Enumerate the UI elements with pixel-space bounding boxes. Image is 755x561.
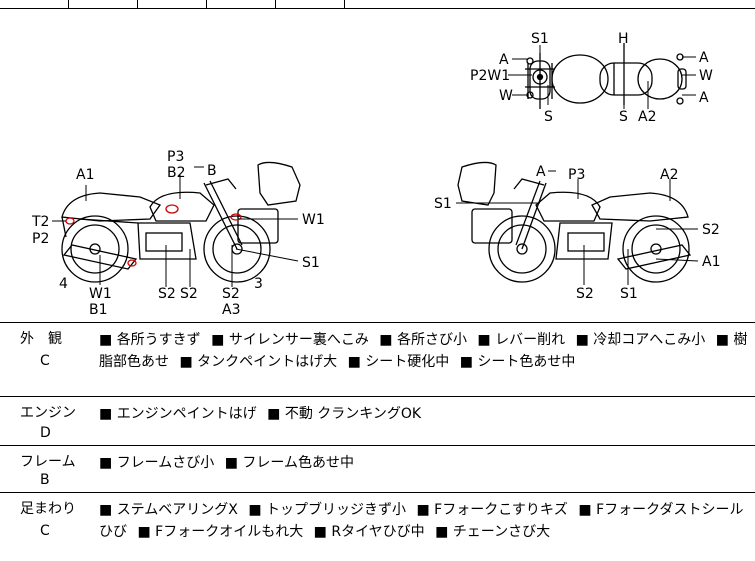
- section-row-frame: フレーム B フレームさび小 フレーム色あせ中: [0, 446, 755, 493]
- label-left-b1: B1: [89, 302, 108, 318]
- section-row-exterior: 外 観 C 各所うすきず サイレンサー裏へこみ 各所さび小 レバー削れ 冷却コア…: [0, 323, 755, 397]
- section-row-suspension: 足まわり C ステムベアリングX トップブリッジきず小 Fフォークこすりキズ F…: [0, 493, 755, 561]
- label-left-a1: A1: [76, 167, 94, 183]
- section-name: 外 観: [20, 331, 62, 347]
- label-top-s-left: S: [544, 109, 553, 125]
- section-name: フレーム: [20, 454, 76, 470]
- motorcycle-diagram: S1 H A P2W1 W S S A2 A W A P3 B B2 A1 T2…: [31, 31, 720, 318]
- list-item: フレームさび小: [99, 455, 214, 471]
- section-items: エンジンペイントはげ 不動 クランキングOK: [99, 403, 749, 425]
- label-left-s1: S1: [302, 255, 320, 271]
- header-cell: [207, 0, 276, 8]
- list-item: 冷却コアへこみ小: [576, 332, 706, 348]
- list-item: レバー削れ: [477, 332, 565, 348]
- label-top-h: H: [618, 31, 629, 47]
- section-items: 各所うすきず サイレンサー裏へこみ 各所さび小 レバー削れ 冷却コアへこみ小 樹…: [99, 329, 749, 373]
- header-cell: [138, 0, 207, 8]
- section-row-engine: エンジン D エンジンペイントはげ 不動 クランキングOK: [0, 397, 755, 446]
- section-name: エンジン: [20, 405, 76, 421]
- label-left-w1-right: W1: [302, 212, 325, 228]
- list-item: トップブリッジきず小: [248, 502, 406, 518]
- label-right-s1-left: S1: [434, 196, 452, 212]
- list-item: 各所さび小: [379, 332, 467, 348]
- list-item: Fフォークこすりキズ: [416, 502, 567, 518]
- label-right-s2: S2: [702, 222, 720, 238]
- label-top-s1: S1: [531, 31, 549, 47]
- section-grade: B: [40, 472, 50, 488]
- label-left-t2: T2: [31, 214, 49, 230]
- list-item: 不動 クランキングOK: [267, 406, 421, 422]
- list-item: フレーム色あせ中: [225, 455, 354, 471]
- top-view-drawing: [525, 43, 687, 109]
- list-item: ステムベアリングX: [99, 502, 238, 518]
- list-item: エンジンペイントはげ: [99, 406, 257, 422]
- label-left-a3: A3: [222, 302, 240, 318]
- list-item: シート色あせ中: [460, 354, 576, 370]
- list-item: Rタイヤひび中: [314, 524, 425, 540]
- label-left-w1-bottom: W1: [89, 286, 112, 302]
- list-item: Fフォークオイルもれ大: [137, 524, 303, 540]
- list-item: チェーンさび大: [435, 524, 550, 540]
- label-top-w-left: W: [499, 88, 513, 104]
- label-top-p2w1: P2W1: [470, 68, 510, 84]
- label-right-a: A: [536, 164, 546, 180]
- list-item: 各所うすきず: [99, 332, 201, 348]
- damage-diagram: S1 H A P2W1 W S S A2 A W A P3 B B2 A1 T2…: [0, 9, 755, 323]
- section-items: ステムベアリングX トップブリッジきず小 Fフォークこすりキズ Fフォークダスト…: [99, 499, 749, 543]
- top-view-leaders: [508, 45, 696, 109]
- label-left-s2-a: S2: [158, 286, 176, 302]
- label-top-a-left: A: [499, 52, 509, 68]
- label-right-a1: A1: [702, 254, 720, 270]
- list-item: シート硬化中: [348, 354, 450, 370]
- label-right-s1-bottom: S1: [620, 286, 638, 302]
- list-item: サイレンサー裏へこみ: [211, 332, 369, 348]
- left-view-leaders: [52, 166, 299, 287]
- label-left-3: 3: [254, 276, 263, 292]
- label-left-b: B: [207, 163, 217, 179]
- section-items: フレームさび小 フレーム色あせ中: [99, 452, 749, 474]
- list-item: タンクペイントはげ大: [179, 354, 337, 370]
- label-left-p3: P3: [167, 149, 184, 165]
- label-left-b2: B2: [167, 165, 186, 181]
- section-grade: D: [40, 425, 51, 441]
- section-grade: C: [40, 353, 50, 369]
- label-left-4: 4: [59, 276, 68, 292]
- label-top-w-right: W: [699, 68, 713, 84]
- right-view-drawing: [457, 161, 692, 283]
- label-right-a2: A2: [660, 167, 678, 183]
- header-cell: [0, 0, 69, 8]
- label-left-p2: P2: [32, 231, 49, 247]
- label-top-s-mid: S: [619, 109, 628, 125]
- section-grade: C: [40, 523, 50, 539]
- left-view-drawing: [61, 161, 301, 283]
- section-name: 足まわり: [20, 501, 76, 517]
- label-right-p3: P3: [568, 167, 585, 183]
- label-top-a2: A2: [638, 109, 656, 125]
- label-right-s2-bottom: S2: [576, 286, 594, 302]
- label-left-s2-c: S2: [222, 286, 240, 302]
- header-cell: [69, 0, 138, 8]
- label-top-a-right-bottom: A: [699, 90, 709, 106]
- header-cell: [276, 0, 345, 8]
- label-top-a-right-top: A: [699, 50, 709, 66]
- right-view-leaders: [456, 170, 699, 285]
- header-table-row: [0, 0, 755, 9]
- label-left-s2-b: S2: [180, 286, 198, 302]
